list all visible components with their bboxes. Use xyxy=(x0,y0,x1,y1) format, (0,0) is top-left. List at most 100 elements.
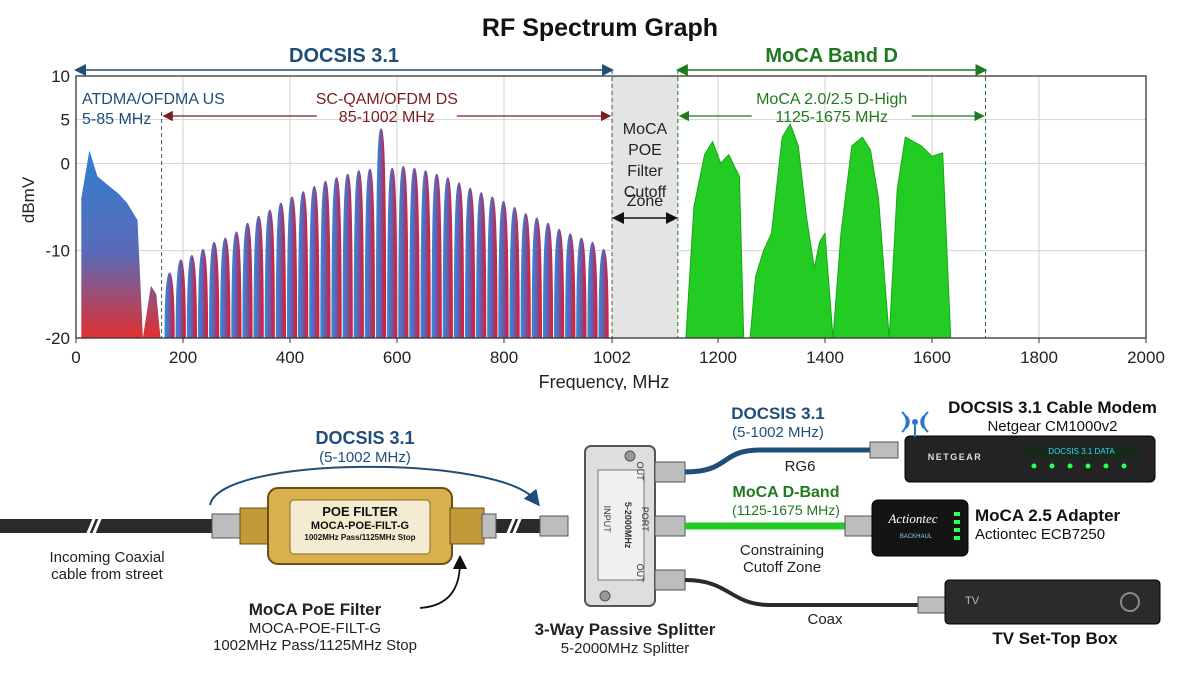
ds-channel-peak xyxy=(531,217,542,338)
ds-region-range: 85-1002 MHz xyxy=(339,109,435,126)
ds-channel-peak xyxy=(197,248,209,338)
x-tick-label: 600 xyxy=(383,348,411,367)
ds-channel-peak xyxy=(353,170,364,338)
modem-title: DOCSIS 3.1 Cable Modem xyxy=(948,398,1157,417)
docsis-arc-arrow xyxy=(209,465,540,507)
moca-link-note-1: Constraining xyxy=(739,542,825,559)
x-tick-label: 0 xyxy=(71,348,80,367)
ds-channel-peak xyxy=(320,180,331,338)
x-tick-label: 1600 xyxy=(913,348,951,367)
ds-channel-peak xyxy=(286,196,298,338)
series-moca-d-high xyxy=(685,123,976,339)
ds-channel-peak xyxy=(375,128,387,338)
splitter-caption-sub: 5-2000MHz Splitter xyxy=(560,639,690,657)
poe-filter-caption-part: MOCA-POE-FILT-G xyxy=(248,619,382,637)
moca-region-range: 1125-1675 MHz xyxy=(775,109,888,126)
ds-channel-peak xyxy=(520,213,531,338)
band-label: MoCA Band D xyxy=(765,45,898,67)
ds-channel-peak xyxy=(186,255,197,338)
ds-channel-peak xyxy=(453,182,465,338)
docsis-arrow-label: DOCSIS 3.1 (5-1002 MHz) xyxy=(295,428,435,466)
wifi-icon xyxy=(901,411,929,437)
ds-channel-peak xyxy=(253,215,264,338)
rf-spectrum-chart: RF Spectrum Graph MoCAPOEFilterCutoffZon… xyxy=(19,14,1165,390)
cutoff-zone-line: Filter xyxy=(627,163,663,180)
modem-link-range: (5-1002 MHz) xyxy=(732,423,824,441)
docsis-arrow-title: DOCSIS 3.1 xyxy=(315,428,415,448)
modem-link-label: DOCSIS 3.1 (5-1002 MHz) xyxy=(718,404,838,441)
cutoff-zone-line: Cutoff xyxy=(624,184,667,201)
series-sc-qam-ofdm-ds xyxy=(164,128,609,338)
x-tick-label: 200 xyxy=(169,348,197,367)
poe-filter-body xyxy=(211,487,497,565)
ds-channel-peak xyxy=(598,248,609,338)
modem-status-text: DOCSIS 3.1 DATA xyxy=(1048,447,1115,456)
modem-link-title: DOCSIS 3.1 xyxy=(731,404,825,423)
ds-channel-peak xyxy=(275,202,286,338)
us-region-label: ATDMA/OFDMA US xyxy=(82,91,225,108)
poe-filter-caption: MoCA PoE Filter MOCA-POE-FILT-G 1002MHz … xyxy=(200,600,430,654)
ds-channel-peak xyxy=(398,166,409,338)
ds-channel-peak xyxy=(164,272,175,338)
y-tick-label: 10 xyxy=(51,67,70,86)
ds-channel-peak xyxy=(542,222,554,338)
ds-channel-peak xyxy=(331,177,342,338)
moca-link-title: MoCA D-Band xyxy=(732,484,840,501)
us-region-range: 5-85 MHz xyxy=(82,111,151,128)
y-tick-label: -10 xyxy=(45,242,70,261)
y-axis-label: dBmV xyxy=(19,176,38,223)
poe-filter-body-title: POE FILTER xyxy=(322,504,398,519)
plot-frame xyxy=(75,75,1147,339)
series-atdma-ofdma-us xyxy=(81,150,161,338)
x-tick-label: 1400 xyxy=(806,348,844,367)
ds-channel-peak xyxy=(565,233,576,338)
moca-link-label: MoCA D-Band (1125-1675 MHz) xyxy=(716,484,856,518)
modem-brand: NETGEAR xyxy=(927,452,983,462)
region-labels: ATDMA/OFDMA US 5-85 MHz SC-QAM/OFDM DS85-1… xyxy=(82,91,985,128)
splitter-port-label: PORT xyxy=(640,506,651,532)
x-tick-label: 1002 xyxy=(593,348,631,367)
ds-channel-peak xyxy=(264,209,275,338)
incoming-cable-line-1: Incoming Coaxial xyxy=(49,549,165,566)
ds-channel-peak xyxy=(498,200,509,338)
ds-channel-peak xyxy=(209,241,220,338)
set-top-box-device xyxy=(917,579,1161,625)
splitter-caption-title: 3-Way Passive Splitter xyxy=(534,620,716,639)
moca-link-range: (1125-1675 MHz) xyxy=(732,502,840,519)
ds-region-label: SC-QAM/OFDM DS xyxy=(316,91,458,108)
splitter-body xyxy=(539,445,686,607)
ds-channel-peak xyxy=(487,196,498,338)
ds-channel-peak xyxy=(309,186,320,338)
ds-channel-peak xyxy=(298,191,309,338)
x-tick-label: 1200 xyxy=(699,348,737,367)
poe-filter-caption-title: MoCA PoE Filter xyxy=(248,600,382,619)
adapter-status-leds xyxy=(954,512,960,540)
ds-channel-peak xyxy=(554,228,565,338)
moca-region-label: MoCA 2.0/2.5 D-High xyxy=(756,91,907,108)
ds-channel-peak xyxy=(175,259,186,338)
x-axis-label: Frequency, MHz xyxy=(539,372,670,390)
ds-channel-peak xyxy=(576,237,587,338)
coax-cable-to-stb xyxy=(684,578,925,607)
region-dividers xyxy=(161,70,986,338)
ds-channel-peak xyxy=(465,187,476,338)
adapter-caption: MoCA 2.5 Adapter Actiontec ECB7250 xyxy=(975,506,1135,543)
x-tick-label: 800 xyxy=(490,348,518,367)
adapter-title: MoCA 2.5 Adapter xyxy=(975,506,1121,525)
poe-filter-caption-spec: 1002MHz Pass/1125MHz Stop xyxy=(213,636,417,654)
ds-channel-peak xyxy=(387,167,398,338)
chart-title: RF Spectrum Graph xyxy=(482,14,718,42)
incoming-cable-label: Incoming Coaxial cable from street xyxy=(22,549,192,584)
splitter-caption: 3-Way Passive Splitter 5-2000MHz Splitte… xyxy=(525,620,725,657)
ds-channel-peak xyxy=(476,192,487,338)
rg6-label: RG6 xyxy=(784,458,816,475)
adapter-badge: BACKHAUL xyxy=(899,534,933,540)
cutoff-zone-line: Zone xyxy=(627,193,664,210)
splitter-input-label: INPUT xyxy=(602,505,613,533)
adapter-brand: Actiontec xyxy=(888,511,938,526)
coax-label: Coax xyxy=(807,611,843,628)
poe-filter-body-part: MOCA-POE-FILT-G xyxy=(310,519,410,532)
